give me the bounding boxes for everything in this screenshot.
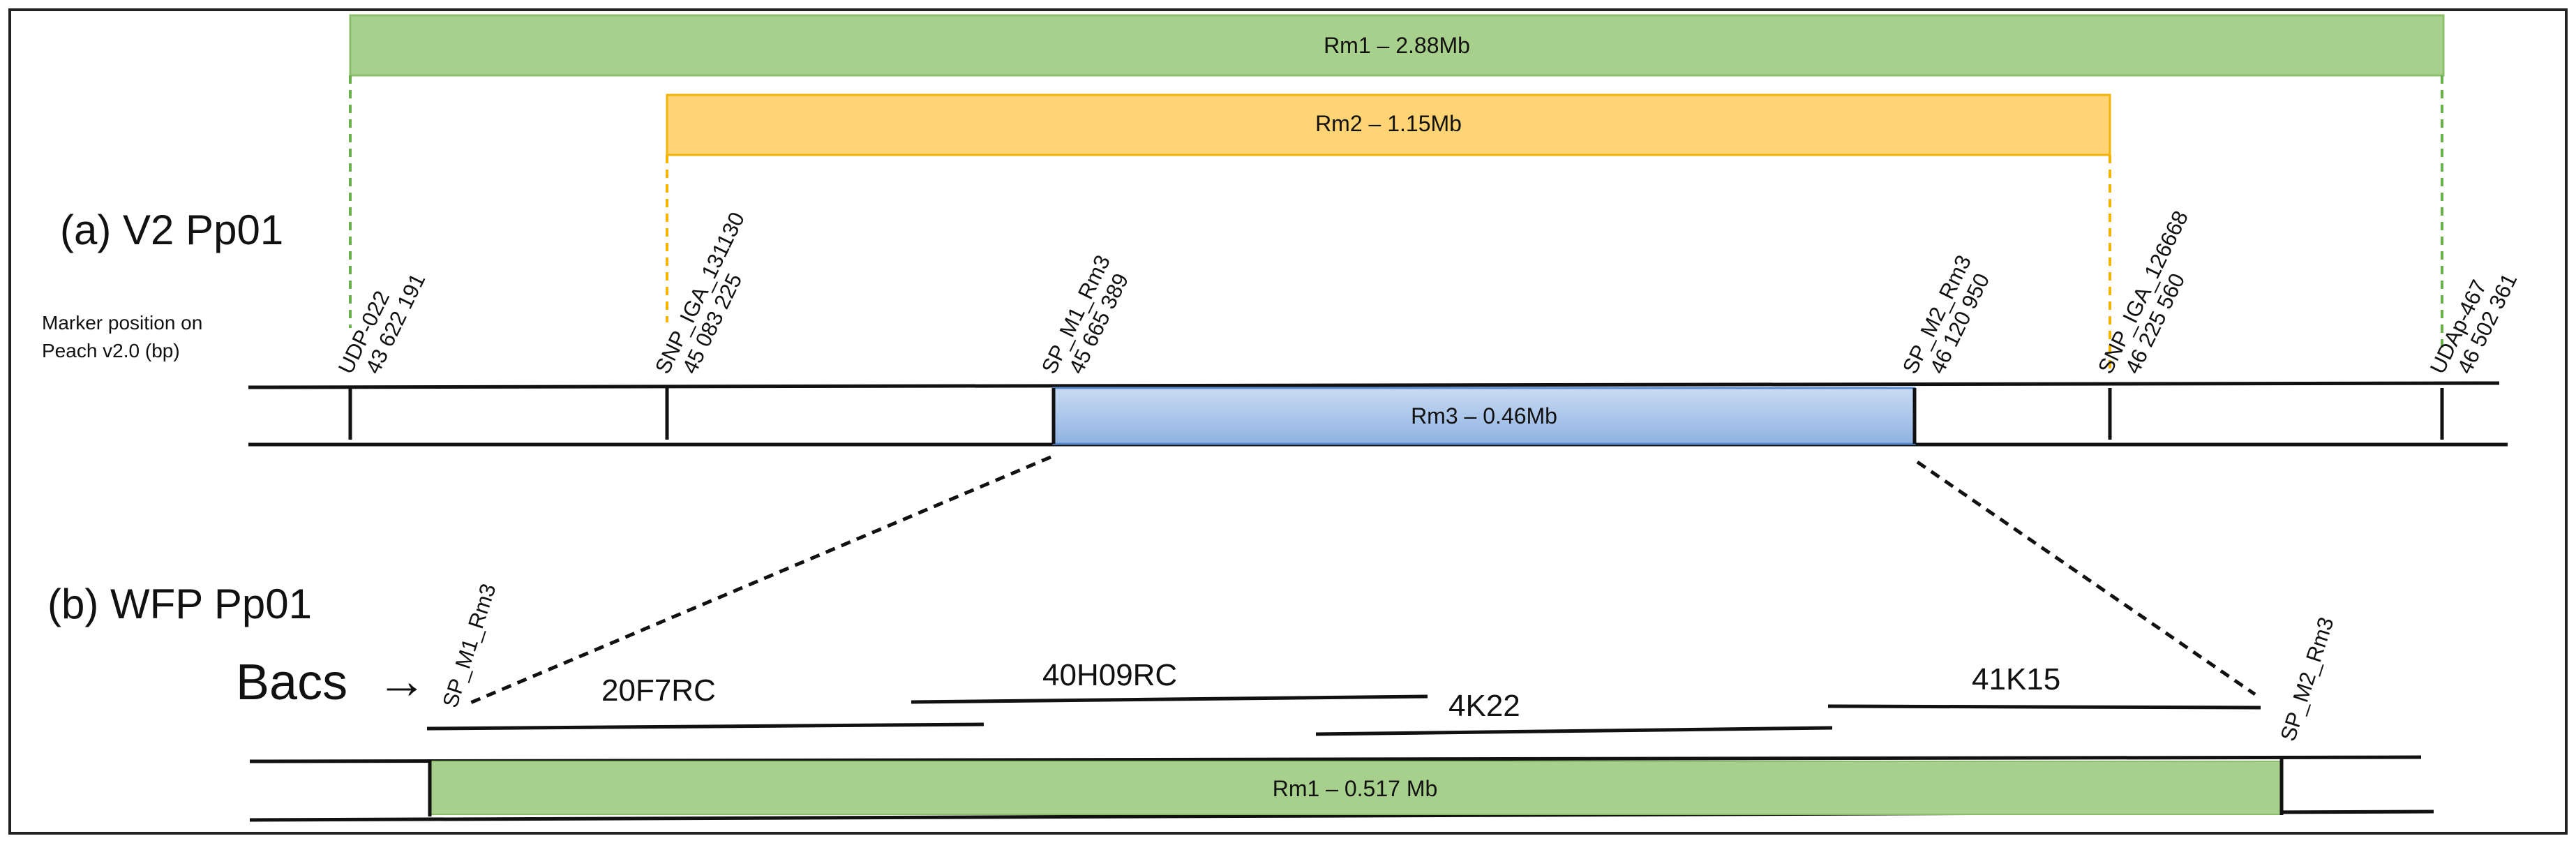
rm1-interval-bar <box>349 14 2445 77</box>
marker-label-spm2: SP_M2_Rm3 46 120 950 <box>1898 251 1994 378</box>
zoom-right-dashed-line <box>1916 460 2256 696</box>
zoom-left-dashed-line <box>468 455 1051 706</box>
marker-label-spm1: SP_M1_Rm3 45 665 389 <box>1037 251 1133 378</box>
bac-line-4k22 <box>1315 726 1833 736</box>
rm3-interval-label: Rm3 – 0.46Mb <box>1411 403 1557 428</box>
marker-label-udp022: UDP-022 43 622 191 <box>334 269 430 378</box>
rm2-interval-label: Rm2 – 1.15Mb <box>1315 111 1462 136</box>
bac-line-20f7rc <box>426 722 984 731</box>
section-b-title: (b) WFP Pp01 <box>47 581 312 627</box>
wfp-marker-left: SP_M1_Rm3 <box>437 581 500 710</box>
bac-label-41k15: 41K15 <box>1972 662 2060 696</box>
v2-chromosome-top-line <box>248 381 2500 389</box>
rm1-interval-label: Rm1 – 2.88Mb <box>1324 33 1470 58</box>
marker-caption-line2: Peach v2.0 (bp) <box>42 340 180 361</box>
rm2-interval-bar <box>666 94 2111 156</box>
wfp-marker-right: SP_M2_Rm3 <box>2275 614 2338 744</box>
section-a-title: (a) V2 Pp01 <box>60 207 283 253</box>
wfp-rm1-interval-label: Rm1 – 0.517 Mb <box>1273 776 1438 801</box>
bac-line-41k15 <box>1827 704 2261 710</box>
bac-line-40h09rc <box>911 694 1428 704</box>
marker-label-snp131130: SNP_IGA_131130 45 083 225 <box>650 209 749 378</box>
marker-caption-line1: Marker position on <box>42 312 202 334</box>
bac-label-4k22: 4K22 <box>1448 689 1520 723</box>
figure-frame <box>8 8 2568 835</box>
bac-label-40h09rc: 40H09RC <box>1042 658 1177 692</box>
marker-label-udap467: UDAp-467 46 502 361 <box>2425 269 2522 378</box>
bacs-arrow-icon: → <box>377 653 427 709</box>
bac-label-20f7rc: 20F7RC <box>601 673 716 708</box>
bacs-label: Bacs <box>236 655 347 710</box>
marker-label-snp126668: SNP_IGA_126668 46 225 560 <box>2093 207 2193 378</box>
